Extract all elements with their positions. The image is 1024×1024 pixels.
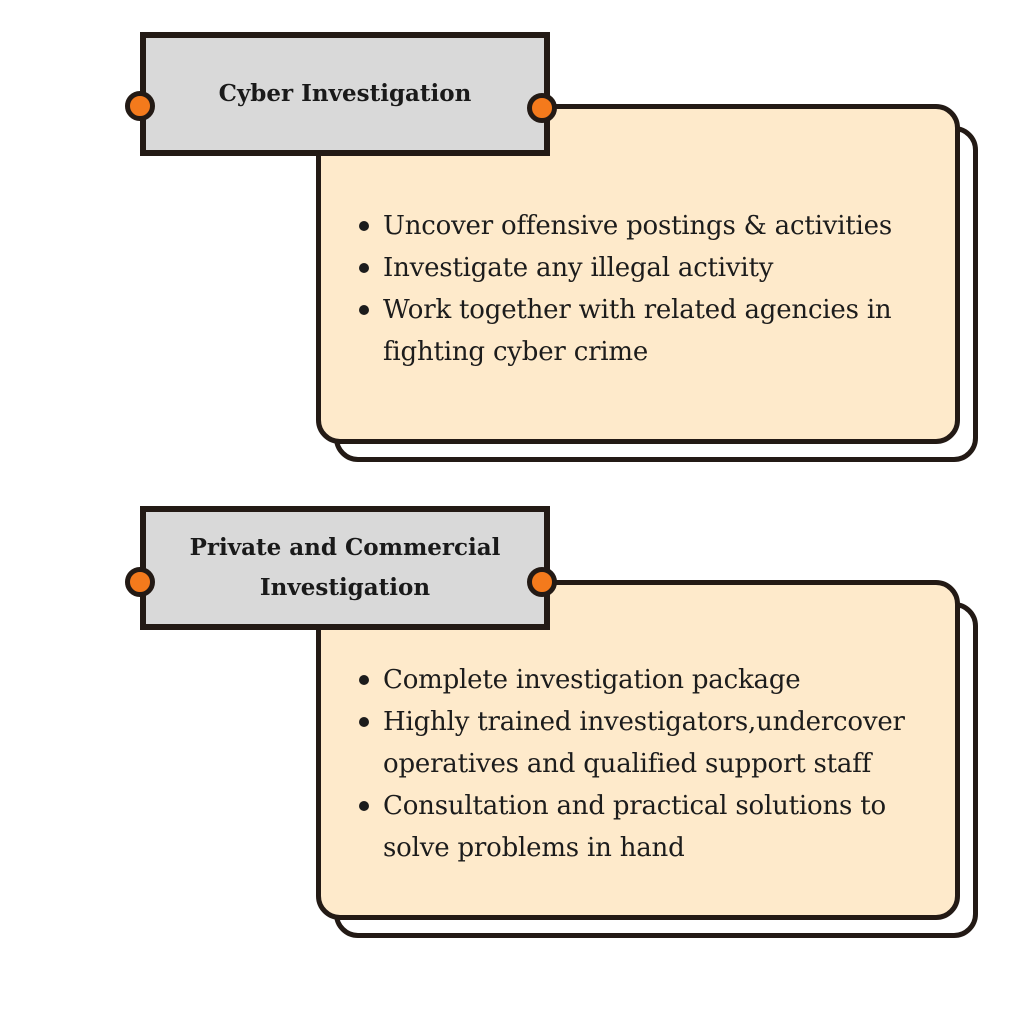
list-item: Work together with related agencies in f…: [359, 289, 935, 373]
list-item: Uncover offensive postings & activities: [359, 205, 935, 247]
section-title: Private and Commercial Investigation: [189, 534, 501, 601]
list-item: Investigate any illegal activity: [359, 247, 935, 289]
list-item: Highly trained investigators,undercover …: [359, 701, 935, 785]
private-title-box: Private and Commercial Investigation: [140, 506, 550, 630]
connector-dot-left-icon: [125, 567, 155, 597]
cyber-card: Uncover offensive postings & activities …: [316, 104, 960, 444]
bullet-dot-icon: [359, 717, 369, 727]
connector-dot-right-icon: [527, 567, 557, 597]
connector-dot-left-icon: [125, 91, 155, 121]
list-item: Consultation and practical solutions to …: [359, 785, 935, 869]
section-title: Cyber Investigation: [218, 80, 472, 107]
bullet-dot-icon: [359, 221, 369, 231]
cyber-bullet-list: Uncover offensive postings & activities …: [359, 205, 935, 373]
bullet-dot-icon: [359, 801, 369, 811]
bullet-dot-icon: [359, 675, 369, 685]
list-item: Complete investigation package: [359, 659, 935, 701]
connector-dot-right-icon: [527, 93, 557, 123]
private-bullet-list: Complete investigation package Highly tr…: [359, 659, 935, 869]
bullet-dot-icon: [359, 263, 369, 273]
private-card: Complete investigation package Highly tr…: [316, 580, 960, 920]
bullet-dot-icon: [359, 305, 369, 315]
cyber-title-box: Cyber Investigation: [140, 32, 550, 156]
